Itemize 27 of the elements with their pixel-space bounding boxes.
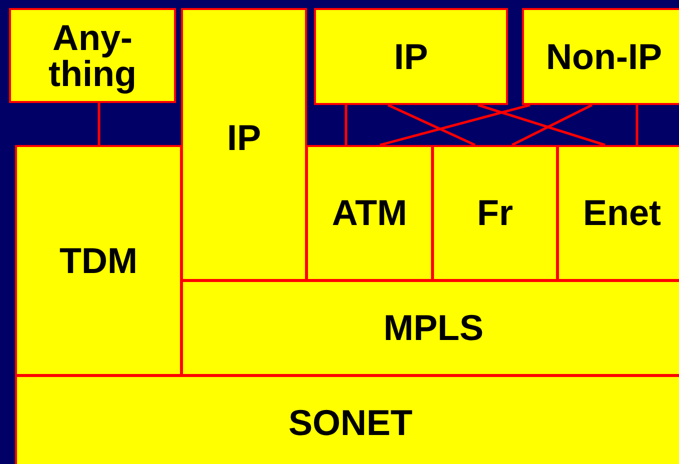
layer-label: Any- thing [48, 20, 138, 92]
layer-box [557, 145, 679, 281]
connector-line [344, 105, 348, 145]
layer-label: Fr [477, 195, 513, 231]
layer-box [15, 145, 182, 376]
layer-box [181, 280, 679, 376]
layer-box [522, 8, 679, 105]
layer-label: SONET [288, 404, 412, 440]
layer-label: MPLS [383, 310, 484, 346]
connector-line [478, 104, 606, 146]
layer-box [306, 145, 433, 281]
layer-label: IP [226, 120, 261, 156]
layer-box [314, 8, 508, 105]
layer-box [181, 8, 307, 281]
connector-line [380, 104, 530, 146]
layer-box [432, 145, 558, 281]
layer-label: TDM [60, 242, 138, 278]
layer-label: Enet [582, 195, 661, 231]
connector-line [511, 104, 593, 146]
connector-line [636, 105, 638, 145]
connector-line [98, 103, 100, 145]
layer-box [15, 375, 679, 464]
layer-label: Non-IP [546, 38, 662, 74]
layer-label: ATM [332, 195, 408, 231]
layer-box [9, 8, 176, 103]
connector-line [387, 104, 476, 146]
layer-label: IP [394, 38, 428, 74]
